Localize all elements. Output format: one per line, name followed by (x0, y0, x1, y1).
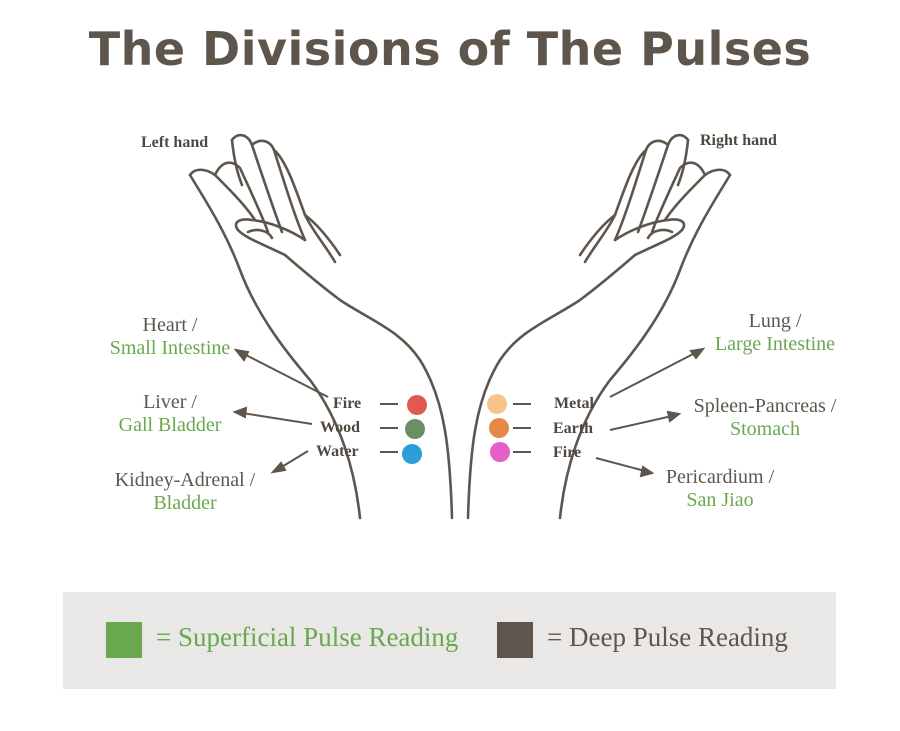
right-element-fire: Fire (553, 444, 582, 461)
organ-superficial-label: Bladder (153, 492, 217, 514)
organ-deep-label: Heart / (142, 314, 198, 336)
right-organ-2: Spleen-Pancreas / Stomach (675, 395, 855, 441)
right-earth-dot (489, 418, 509, 438)
deep-swatch (497, 622, 533, 658)
right-hand-drawing (466, 133, 732, 520)
left-organ-2: Liver / Gall Bladder (80, 391, 260, 437)
left-hand-drawing (188, 133, 454, 520)
organ-superficial-label: Stomach (730, 418, 800, 440)
organ-superficial-label: Gall Bladder (118, 414, 222, 436)
left-wood-dot (405, 419, 425, 439)
organ-deep-label: Kidney-Adrenal / (114, 469, 256, 491)
left-element-water: Water (316, 443, 359, 460)
organ-deep-label: Lung / (748, 310, 802, 332)
right-element-earth: Earth (553, 420, 593, 437)
left-hand-label: Left hand (141, 134, 209, 151)
right-metal-dot (487, 394, 507, 414)
left-organ-1: Heart / Small Intestine (80, 314, 260, 360)
left-element-wood: Wood (320, 419, 361, 436)
organ-superficial-label: Small Intestine (109, 337, 231, 359)
left-water-dot (402, 444, 422, 464)
right-element-metal: Metal (554, 395, 594, 412)
right-hand-label: Right hand (700, 132, 777, 149)
legend-box: = Superficial Pulse Reading = Deep Pulse… (63, 592, 836, 689)
organ-superficial-label: Large Intestine (714, 333, 836, 355)
superficial-swatch (106, 622, 142, 658)
organ-superficial-label: San Jiao (686, 489, 754, 511)
page-title: The Divisions of The Pulses (88, 22, 812, 76)
deep-legend-label: = Deep Pulse Reading (547, 622, 788, 652)
left-element-fire: Fire (333, 395, 362, 412)
organ-deep-label: Pericardium / (665, 466, 775, 488)
left-fire-dot (407, 395, 427, 415)
superficial-legend-label: = Superficial Pulse Reading (156, 622, 459, 652)
organ-deep-label: Liver / (143, 391, 197, 413)
left-organ-3: Kidney-Adrenal / Bladder (85, 469, 285, 515)
right-fire-dot (490, 442, 510, 462)
right-organ-1: Lung / Large Intestine (690, 310, 860, 356)
right-organ-3: Pericardium / San Jiao (645, 466, 795, 512)
organ-deep-label: Spleen-Pancreas / (693, 395, 837, 417)
